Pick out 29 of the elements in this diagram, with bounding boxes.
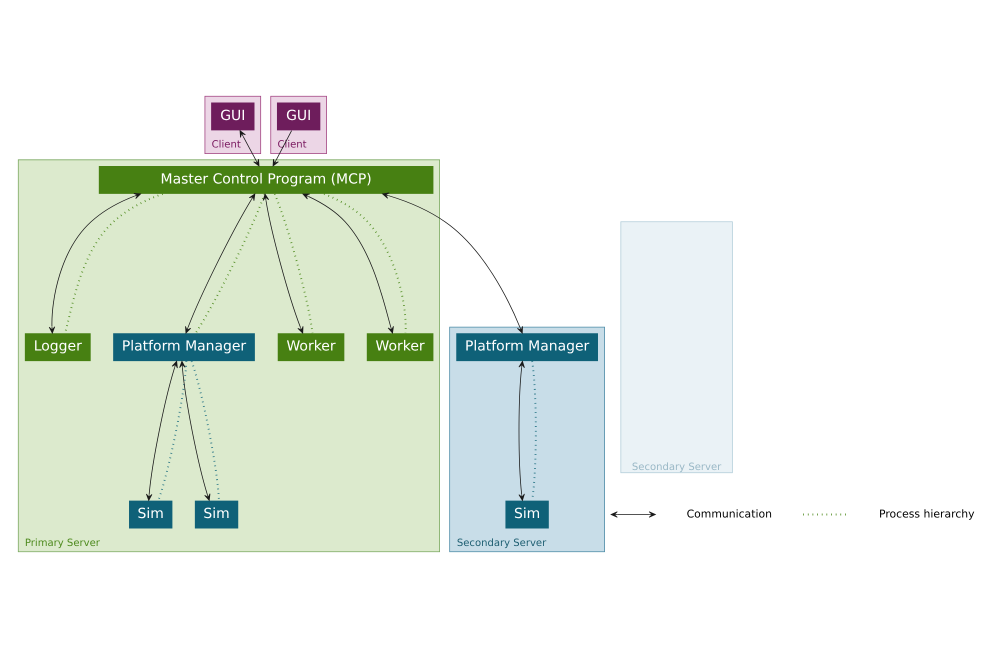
connector [194,194,266,334]
arrow [302,194,394,334]
node-box: Worker [278,333,344,362]
arrow [518,360,525,501]
connector [274,194,314,334]
connector [324,193,407,334]
arrow [240,130,260,166]
node-box: GUI [276,102,320,130]
node-box: Master Control Program (MCP) [98,166,434,194]
connector [64,193,164,334]
arrow [185,194,256,334]
node-box: Platform Manager [456,333,598,362]
node-box: Worker [366,333,434,362]
arrow [179,360,210,501]
node-box: Platform Manager [113,333,255,362]
legend-label: Process hierarchy [878,507,975,520]
node-box: Logger [24,333,91,362]
connector [190,361,220,500]
node-box: Secondary Server [620,221,733,474]
arrow [262,194,304,334]
node-box: Sim [194,500,238,528]
node-box: GUI [211,102,254,130]
connector [158,361,188,501]
arrow [48,193,141,334]
arrow [146,360,178,501]
legend-label: Communication [686,507,772,520]
node-box: Sim [129,500,172,528]
arrow [382,192,523,334]
node-box: Sim [505,500,549,528]
